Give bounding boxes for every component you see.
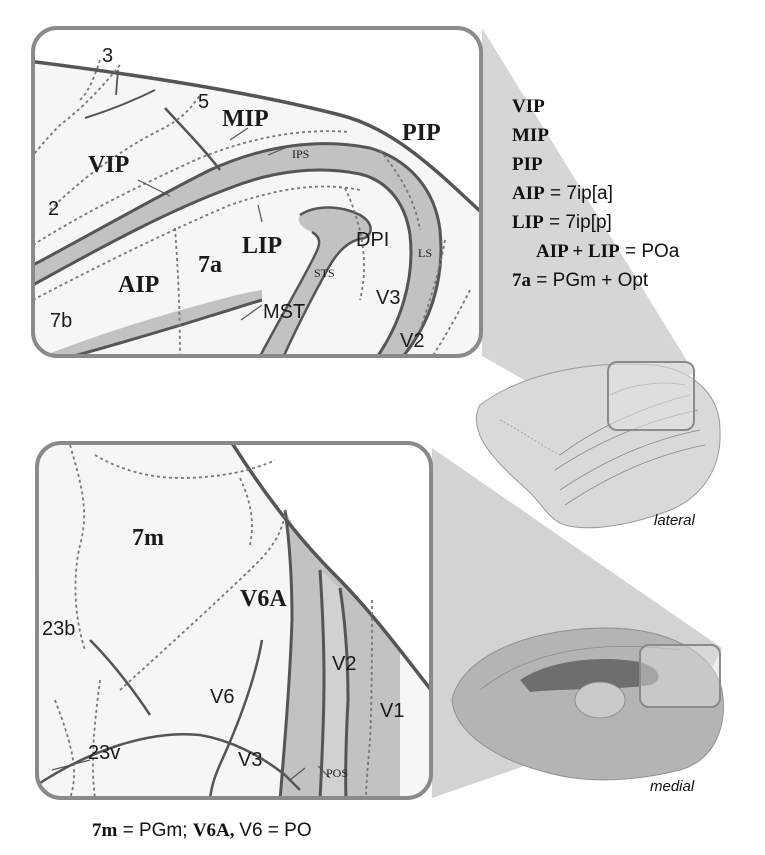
view-label-medial: medial	[650, 778, 695, 795]
label-v2-medial: V2	[332, 653, 356, 675]
legend-lip-term: LIP	[512, 212, 544, 233]
label-23v: 23v	[88, 742, 120, 764]
legend-vip-term: VIP	[512, 96, 545, 117]
label-v2-lateral: V2	[400, 330, 424, 352]
label-7m: 7m	[132, 525, 164, 551]
legend-poa: AIP + LIP = POa	[512, 237, 679, 266]
area-legend: VIP MIP PIP AIP = 7ip[a] LIP = 7ip[p] AI…	[512, 92, 679, 295]
label-7a: 7a	[198, 252, 222, 278]
legend-7a-term: 7a	[512, 270, 531, 291]
label-v6a: V6A	[240, 586, 287, 612]
label-area-5: 5	[198, 91, 209, 113]
label-v3-medial: V3	[238, 749, 262, 771]
label-dpi: DPI	[356, 229, 389, 251]
label-lip: LIP	[242, 233, 282, 259]
legend-lip: LIP = 7ip[p]	[512, 208, 679, 237]
medial-zoom-box	[639, 644, 721, 708]
label-mip: MIP	[222, 106, 269, 132]
label-pip: PIP	[402, 120, 441, 146]
caption-po: V6 = PO	[239, 820, 312, 841]
lateral-brain-thumbnail	[475, 361, 721, 529]
legend-aip-def: = 7ip[a]	[544, 183, 613, 204]
legend-aip-term: AIP	[512, 183, 545, 204]
label-vip: VIP	[88, 152, 129, 178]
legend-pip: PIP	[512, 150, 679, 179]
label-area-2: 2	[48, 198, 59, 220]
label-pos: POS	[326, 766, 348, 780]
label-area-3: 3	[102, 45, 113, 67]
label-v1: V1	[380, 700, 404, 722]
legend-mip: MIP	[512, 121, 679, 150]
lateral-zoom-cone	[482, 28, 694, 430]
caption-pgm: = PGm;	[117, 820, 193, 841]
lateral-zoom-box	[607, 361, 695, 431]
medial-panel: 7m V6A 23b V2 V6 V1 23v V3 POS	[35, 441, 433, 800]
label-ls: LS	[418, 246, 432, 260]
label-aip: AIP	[118, 272, 159, 298]
legend-poa-term: AIP + LIP	[536, 241, 620, 262]
legend-mip-term: MIP	[512, 125, 549, 146]
label-v6: V6	[210, 686, 234, 708]
legend-pip-term: PIP	[512, 154, 543, 175]
figure-caption: 7m = PGm; V6A, V6 = PO	[92, 820, 312, 842]
legend-aip: AIP = 7ip[a]	[512, 179, 679, 208]
legend-lip-def: = 7ip[p]	[543, 212, 612, 233]
legend-vip: VIP	[512, 92, 679, 121]
caption-v6a: V6A,	[192, 820, 240, 841]
legend-7a: 7a = PGm + Opt	[512, 266, 679, 295]
caption-7m: 7m	[92, 820, 118, 841]
label-7b: 7b	[50, 310, 72, 332]
label-23b: 23b	[42, 618, 75, 640]
legend-7a-def: = PGm + Opt	[531, 270, 649, 291]
label-ips: IPS	[292, 147, 309, 161]
label-sts: STS	[314, 266, 335, 280]
legend-poa-def: = POa	[619, 241, 680, 262]
label-v3-lateral: V3	[376, 287, 400, 309]
label-mst: MST	[263, 301, 305, 323]
view-label-lateral: lateral	[654, 512, 695, 529]
lateral-panel: 3 5 MIP PIP IPS VIP 2 LIP 7a DPI LS STS …	[31, 26, 483, 358]
medial-brain-thumbnail	[451, 627, 724, 781]
